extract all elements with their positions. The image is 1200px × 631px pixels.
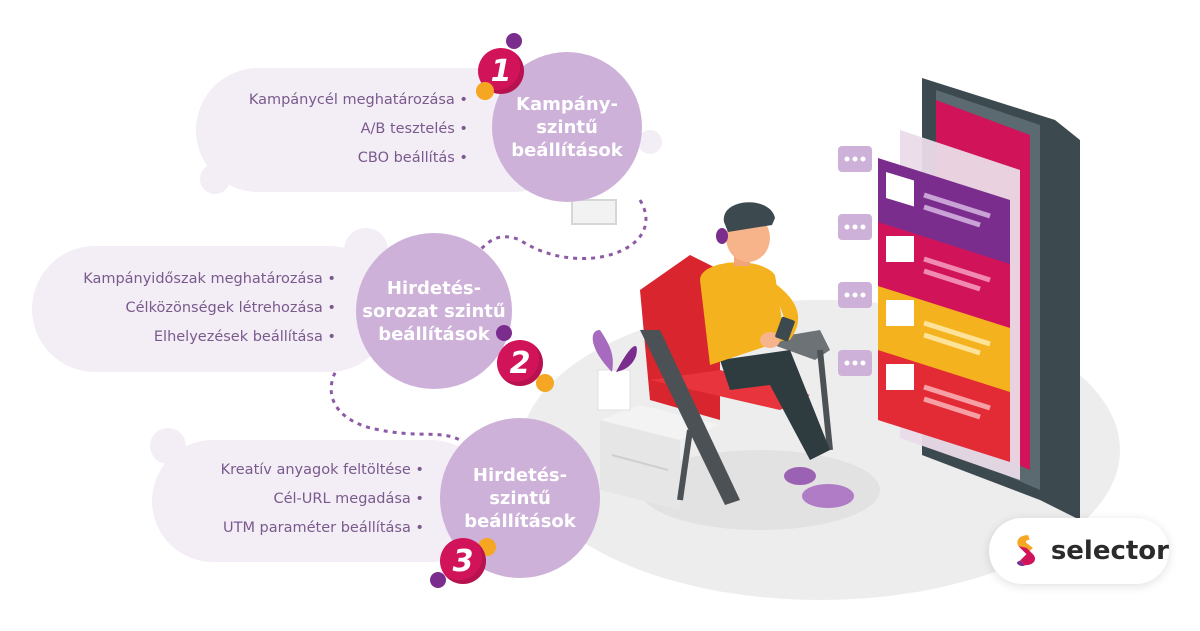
step-2-item: Célközönségek létrehozása <box>32 294 336 323</box>
step-3-items: Kreatív anyagok feltöltése Cél-URL megad… <box>152 456 424 543</box>
notification-card-magenta <box>878 222 1010 334</box>
step-1-panel-dot <box>638 130 662 154</box>
wall-frame <box>571 199 617 225</box>
step-2-item: Elhelyezések beállítása <box>32 323 336 352</box>
step-2-badge-dot <box>496 325 512 341</box>
step-2-item: Kampányidőszak meghatározása <box>32 265 336 294</box>
step-3-title: Hirdetés- szintű beállítások <box>464 464 576 532</box>
notification-card-red <box>878 350 1010 462</box>
brand-name: selector <box>1050 536 1169 566</box>
chair-floor-shadow <box>640 450 880 530</box>
step-1-items: Kampánycél meghatározása A/B tesztelés C… <box>196 86 468 173</box>
step-1-badge-dot <box>476 82 494 100</box>
step-2-badge: 2 <box>497 340 543 386</box>
step-3-badge: 3 <box>440 538 486 584</box>
connector-2-3 <box>329 328 461 442</box>
step-3-item: UTM paraméter beállítása <box>152 514 424 543</box>
step-2-title: Hirdetés- sorozat szintű beállítások <box>362 277 506 345</box>
armchair <box>640 255 833 505</box>
step-1-title: Kampány- szintű beállítások <box>511 93 623 161</box>
plant-icon <box>592 330 637 411</box>
step-3-item: Kreatív anyagok feltöltése <box>152 456 424 485</box>
step-1-item: Kampánycél meghatározása <box>196 86 468 115</box>
notification-card-gold <box>878 286 1010 398</box>
step-3-badge-dot <box>430 572 446 588</box>
step-2-badge-dot <box>536 374 554 392</box>
notification-card-purple <box>878 158 1010 270</box>
step-3-item: Cél-URL megadása <box>152 485 424 514</box>
notification-cards <box>878 158 1010 462</box>
step-1-item: CBO beállítás <box>196 144 468 173</box>
step-1-item: A/B tesztelés <box>196 115 468 144</box>
person <box>700 202 854 508</box>
step-2-items: Kampányidőszak meghatározása Célközönség… <box>32 265 336 352</box>
selector-logo-card: selector <box>989 518 1169 584</box>
selector-logo-icon <box>1016 535 1036 566</box>
connector-1-2 <box>478 199 648 261</box>
step-2-circle: Hirdetés- sorozat szintű beállítások <box>356 233 512 389</box>
step-1-badge-dot <box>506 33 522 49</box>
